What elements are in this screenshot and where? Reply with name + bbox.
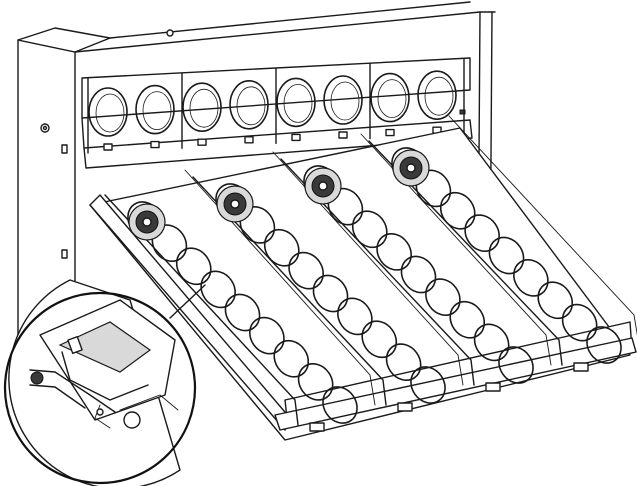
- lane-wall-inner: [448, 115, 637, 336]
- lane-wall: [368, 140, 563, 366]
- motor-shaft: [318, 181, 328, 191]
- upper-coil-inner: [142, 91, 172, 130]
- upper-coil: [88, 87, 128, 137]
- upper-coil: [276, 77, 316, 128]
- lane-coil: [224, 293, 261, 332]
- upper-coil-inner: [283, 84, 313, 123]
- upper-coil-inner: [377, 79, 407, 118]
- motor-shaft: [142, 217, 152, 227]
- front-tab: [573, 362, 589, 372]
- upper-coil-clip: [197, 138, 207, 146]
- upper-coil-inner: [236, 86, 266, 126]
- lane-coil: [385, 343, 422, 381]
- latch-rail-lower: [29, 384, 86, 409]
- lane-coil: [263, 228, 300, 267]
- lane-coil: [273, 339, 310, 378]
- upper-coil: [417, 70, 457, 120]
- lane-coil: [473, 323, 510, 362]
- lane-wall: [104, 194, 299, 426]
- motor-shaft: [230, 199, 240, 209]
- front-tab: [309, 422, 325, 432]
- latch-plate: [58, 321, 152, 373]
- latch-spring: [119, 394, 179, 411]
- lower-tray-front-tabs: [309, 362, 589, 432]
- upper-coil-clip: [291, 133, 301, 142]
- lane-coil: [288, 251, 324, 290]
- lane-coil: [537, 281, 574, 320]
- lane-coil: [561, 303, 598, 342]
- lane-coil: [449, 300, 486, 339]
- cabinet-screw-center: [42, 125, 48, 131]
- upper-tray-front-lip: [83, 119, 473, 169]
- upper-coil-inner: [95, 93, 125, 133]
- lane-coil: [322, 386, 358, 424]
- lane-coil: [488, 236, 525, 275]
- lane-coil: [513, 259, 549, 297]
- lane-coil: [312, 274, 349, 313]
- lane-wall-inner: [184, 169, 376, 406]
- lane-coil: [337, 297, 373, 336]
- lower-tray-motors: [128, 149, 430, 241]
- front-tab: [485, 382, 501, 392]
- upper-coil-clip: [244, 136, 254, 144]
- lower-tray-front-rail: [274, 337, 637, 431]
- lane-coil: [361, 320, 398, 359]
- upper-coil-clip: [338, 131, 348, 139]
- detail-callout: [3, 279, 206, 486]
- lane-wall: [280, 158, 475, 386]
- upper-coil-clip: [385, 128, 395, 137]
- lane-coil: [175, 247, 212, 286]
- upper-coil-inner: [189, 88, 219, 128]
- lane-coil: [439, 191, 476, 230]
- lower-tray: [89, 115, 637, 441]
- lane-coil: [297, 363, 334, 401]
- upper-coil-inner: [424, 76, 454, 116]
- lane-coil: [400, 255, 437, 294]
- lane-coil: [376, 233, 412, 271]
- upper-tray: [81, 57, 473, 169]
- cabinet-slot: [61, 144, 68, 154]
- upper-tray-coils: [88, 70, 457, 151]
- upper-coil-clip: [150, 140, 160, 149]
- latch-knob: [30, 371, 44, 385]
- lane-coil: [498, 346, 534, 384]
- lane-coil: [586, 326, 622, 364]
- lane-wall: [192, 176, 387, 406]
- lower-tray-lanes: [104, 115, 637, 426]
- lane-coil: [464, 214, 500, 252]
- upper-coil: [370, 72, 410, 123]
- upper-tray-left-edge: [81, 117, 85, 149]
- lane-coil: [200, 270, 236, 309]
- lane-coil: [410, 366, 446, 404]
- cabinet-top-screw: [166, 29, 174, 37]
- lane-coil: [249, 316, 285, 355]
- lane-coil: [425, 278, 461, 316]
- upper-tray-dividers: [87, 58, 465, 154]
- latch-bracket-detail: [29, 299, 179, 429]
- latch-tab: [67, 336, 83, 354]
- motor-shaft: [406, 163, 416, 173]
- upper-coil-inner: [330, 81, 360, 121]
- latch-hole: [123, 411, 141, 429]
- latch-arm: [61, 351, 149, 401]
- upper-coil: [229, 80, 269, 130]
- front-tab: [397, 402, 413, 412]
- cabinet-top-back-edge: [109, 1, 471, 39]
- upper-coil: [323, 75, 363, 125]
- latch-pin: [96, 408, 104, 416]
- detail-leader-line: [169, 284, 206, 319]
- cabinet-slot: [61, 249, 68, 259]
- detail-callout-circle: [3, 291, 197, 485]
- cabinet-top-edge: [74, 11, 496, 53]
- upper-coil-clip: [103, 143, 113, 151]
- upper-coil: [135, 84, 175, 135]
- latch-rail: [29, 369, 116, 413]
- upper-coil: [182, 82, 222, 132]
- lane-coil: [351, 210, 388, 249]
